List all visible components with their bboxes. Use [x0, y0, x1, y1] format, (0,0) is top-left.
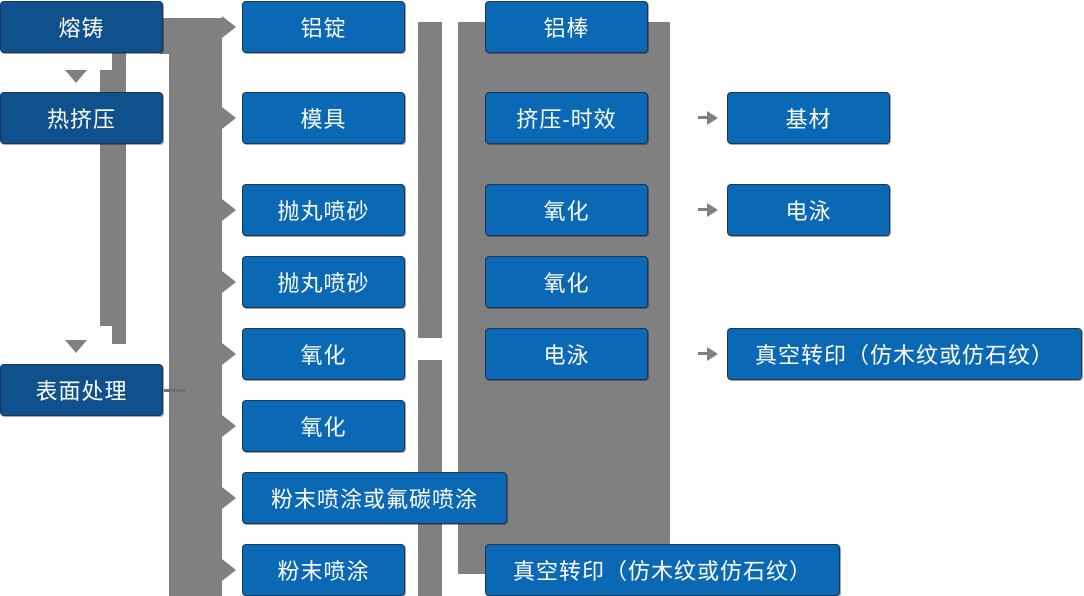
- arrow-to-s3-3: [707, 347, 718, 361]
- connector-slot-mid-2: [442, 106, 458, 196]
- arrow-to-s1-4: [222, 271, 236, 293]
- connector-stub-stage1: [160, 18, 180, 54]
- node-label: 粉末喷涂或氟碳喷涂: [270, 487, 478, 512]
- node-label: 熔铸: [58, 16, 105, 41]
- stem-to-s3-2: [698, 208, 710, 211]
- connector-bar-left-mid-gap: [418, 338, 442, 360]
- node-label: 真空转印（仿木纹或仿石纹）: [512, 559, 812, 584]
- node-step2-3[interactable]: 氧化: [485, 184, 648, 236]
- node-label: 表面处理: [35, 379, 128, 404]
- node-step1-2[interactable]: 模具: [242, 92, 405, 144]
- node-label: 基材: [785, 107, 832, 132]
- arrow-to-s1-3: [222, 199, 236, 221]
- node-step1-3[interactable]: 抛丸喷砂: [242, 184, 405, 236]
- node-step2-1[interactable]: 铝棒: [485, 1, 648, 53]
- arrow-to-s1-7: [222, 487, 236, 509]
- node-step1-4[interactable]: 抛丸喷砂: [242, 256, 405, 308]
- connector-tick-2: [442, 103, 458, 106]
- node-step3-1[interactable]: 基材: [727, 92, 890, 144]
- node-label: 铝棒: [543, 16, 590, 41]
- node-step1-8[interactable]: 粉末喷涂: [242, 544, 405, 596]
- node-label: 真空转印（仿木纹或仿石纹）: [754, 343, 1054, 368]
- node-step1-5[interactable]: 氧化: [242, 328, 405, 380]
- arrow-to-s1-2: [222, 107, 236, 129]
- node-stage-2[interactable]: 热挤压: [0, 92, 163, 144]
- node-label: 热挤压: [46, 107, 116, 132]
- stem-to-s3-3: [698, 352, 710, 355]
- node-step2-4[interactable]: 氧化: [485, 256, 648, 308]
- node-label: 氧化: [300, 415, 347, 440]
- arrow-to-s3-1: [707, 111, 718, 125]
- connector-slot-mid-4: [442, 261, 458, 338]
- connector-slot-mid: [442, 25, 458, 103]
- node-step1-6[interactable]: 氧化: [242, 400, 405, 452]
- node-step2-2[interactable]: 挤压-时效: [485, 92, 648, 144]
- arrow-to-s3-2: [707, 203, 718, 217]
- node-label: 挤压-时效: [516, 107, 617, 132]
- connector-tick-3: [442, 196, 458, 199]
- connector-tick-4: [442, 258, 458, 261]
- connector-stage-spine: [100, 18, 126, 344]
- node-step3-3[interactable]: 真空转印（仿木纹或仿石纹）: [727, 328, 1082, 380]
- connector-tick-5: [442, 338, 458, 341]
- node-label: 抛丸喷砂: [277, 199, 370, 224]
- node-label: 电泳: [543, 343, 590, 368]
- node-step2-6[interactable]: 真空转印（仿木纹或仿石纹）: [485, 544, 840, 596]
- arrow-to-s1-1: [222, 16, 236, 38]
- arrow-to-s1-8: [222, 559, 236, 581]
- connector-trunk-main: [169, 18, 222, 596]
- node-stage-1[interactable]: 熔铸: [0, 1, 163, 53]
- arrow-down-to-stage3: [65, 340, 87, 353]
- connector-tick-6: [442, 562, 458, 565]
- node-label: 粉末喷涂: [277, 559, 370, 584]
- arrow-to-s1-6: [222, 415, 236, 437]
- arrow-to-s1-5: [222, 343, 236, 365]
- arrow-down-to-stage2: [65, 70, 87, 83]
- node-step2-5[interactable]: 电泳: [485, 328, 648, 380]
- node-label: 铝锭: [300, 16, 347, 41]
- node-label: 模具: [300, 107, 347, 132]
- node-label: 电泳: [785, 199, 832, 224]
- node-step3-2[interactable]: 电泳: [727, 184, 890, 236]
- node-step1-1[interactable]: 铝锭: [242, 1, 405, 53]
- node-label: 抛丸喷砂: [277, 271, 370, 296]
- node-stage-3[interactable]: 表面处理: [0, 364, 163, 416]
- node-step1-7[interactable]: 粉末喷涂或氟碳喷涂: [242, 472, 507, 524]
- node-label: 氧化: [300, 343, 347, 368]
- node-label: 氧化: [543, 271, 590, 296]
- connector-stub-stage3: [164, 389, 186, 392]
- connector-notch-stage2: [100, 326, 112, 344]
- connector-tick-1: [442, 22, 458, 25]
- stem-to-s3-1: [698, 116, 710, 119]
- node-label: 氧化: [543, 199, 590, 224]
- connector-notch-stage1: [100, 52, 112, 70]
- connector-slot-mid-3: [442, 199, 458, 258]
